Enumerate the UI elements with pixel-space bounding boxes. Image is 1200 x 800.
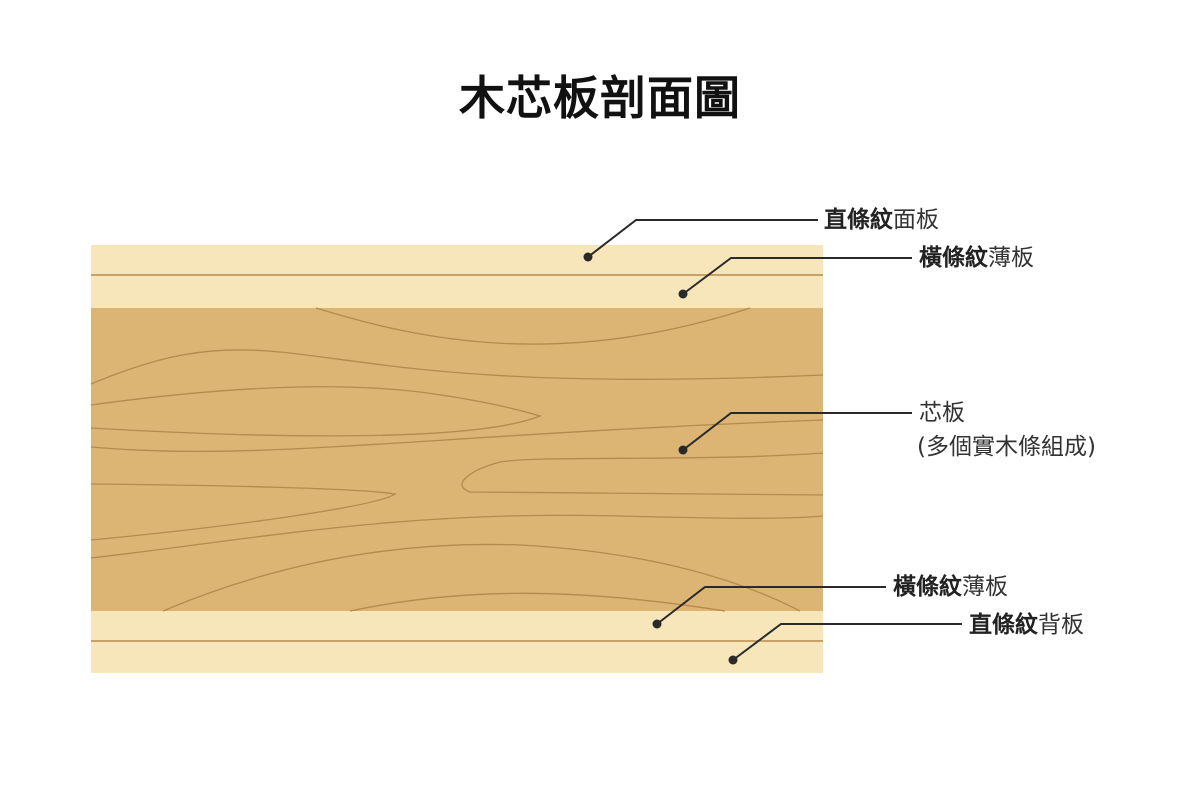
grain-line bbox=[349, 592, 726, 612]
wood-grain-lines bbox=[90, 307, 824, 612]
face-veneer bbox=[91, 245, 823, 308]
label-core-sub: (多個實木條組成) bbox=[917, 436, 1096, 459]
leader-face-veneer bbox=[587, 219, 818, 258]
leader-lines bbox=[587, 219, 962, 661]
leader-dot bbox=[678, 445, 688, 455]
grain-line bbox=[461, 452, 824, 496]
label-bold: 直條紋 bbox=[969, 612, 1038, 638]
label-cross-veneer-top: 橫條紋薄板 bbox=[919, 247, 1034, 270]
grain-line bbox=[90, 483, 397, 541]
diagram-title: 木芯板剖面圖 bbox=[459, 71, 741, 125]
label-face-veneer: 直條紋面板 bbox=[824, 209, 939, 232]
grain-line bbox=[90, 419, 824, 453]
label-core: 芯板 bbox=[919, 402, 965, 425]
back-veneer bbox=[91, 611, 823, 673]
leader-dot bbox=[652, 619, 662, 629]
leader-dot bbox=[678, 289, 688, 299]
label-light: 芯板 bbox=[919, 400, 965, 426]
core-board bbox=[91, 308, 823, 611]
label-back-veneer: 直條紋背板 bbox=[969, 614, 1084, 637]
leader-dot bbox=[583, 252, 593, 262]
grain-line bbox=[162, 543, 801, 612]
leader-cross-veneer-bottom bbox=[656, 586, 886, 625]
label-sub: (多個實木條組成) bbox=[917, 434, 1096, 460]
label-bold: 橫條紋 bbox=[919, 245, 988, 271]
grain-line bbox=[90, 386, 542, 437]
grain-line bbox=[90, 349, 824, 385]
label-bold: 橫條紋 bbox=[893, 574, 962, 600]
grain-line bbox=[315, 307, 751, 345]
leader-dot bbox=[728, 655, 738, 665]
leader-cross-veneer-top bbox=[682, 257, 912, 295]
label-light: 背板 bbox=[1038, 612, 1084, 638]
label-light: 薄板 bbox=[988, 245, 1034, 271]
leader-core bbox=[682, 412, 912, 451]
label-light: 面板 bbox=[893, 207, 939, 233]
grain-line bbox=[90, 514, 824, 559]
label-light: 薄板 bbox=[962, 574, 1008, 600]
leader-dots bbox=[583, 252, 738, 665]
leader-back-veneer bbox=[732, 623, 962, 661]
label-bold: 直條紋 bbox=[824, 207, 893, 233]
label-cross-veneer-bottom: 橫條紋薄板 bbox=[893, 576, 1008, 599]
